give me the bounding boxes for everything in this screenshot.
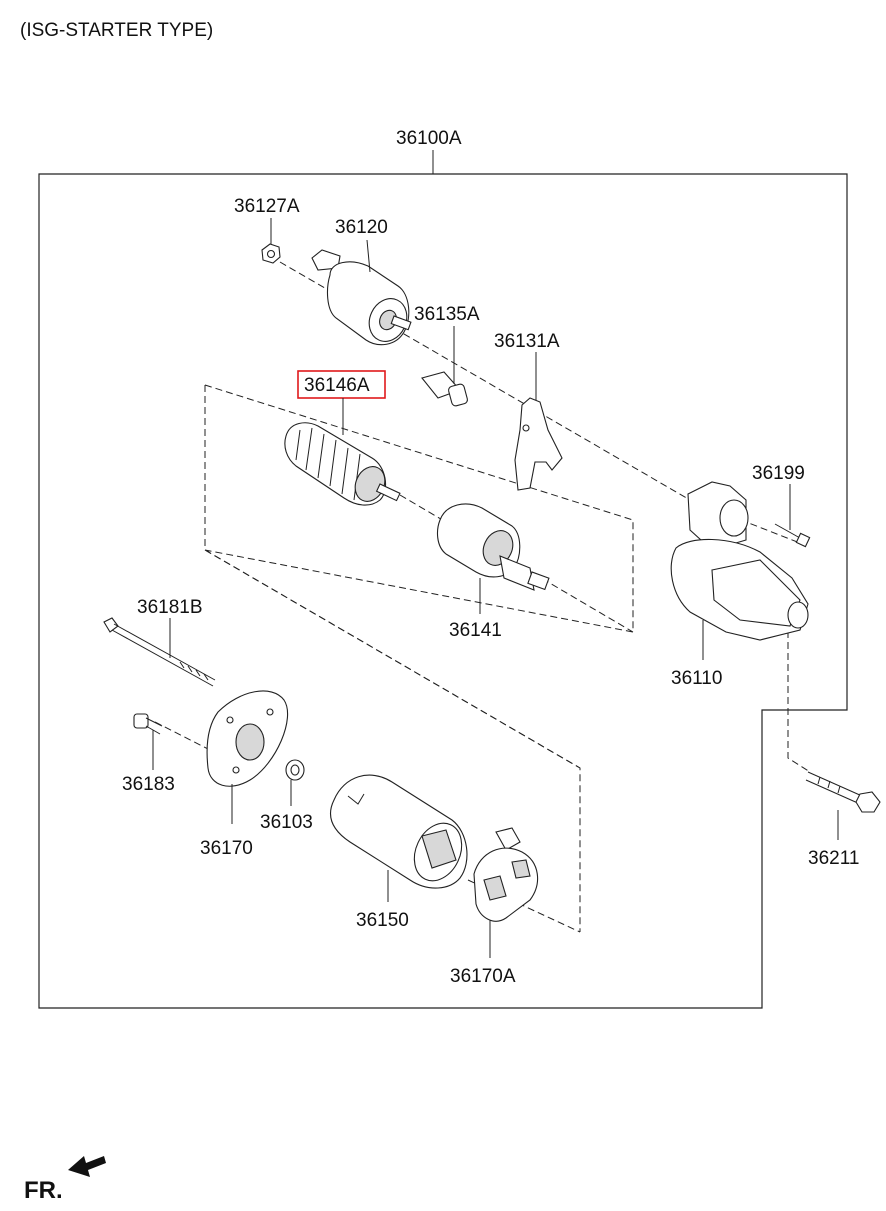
end-cover-36170 [206, 690, 289, 787]
part-label-36100A[interactable]: 36100A [396, 128, 462, 149]
leader-36120 [366, 239, 371, 273]
part-label-36120[interactable]: 36120 [335, 217, 388, 238]
washer-36103 [285, 759, 305, 781]
brush-axis [467, 879, 581, 933]
part-label-36141[interactable]: 36141 [449, 620, 502, 641]
part-label-36110[interactable]: 36110 [671, 668, 722, 689]
part-label-36131A[interactable]: 36131A [494, 331, 560, 352]
part-label-36211[interactable]: 36211 [808, 848, 859, 869]
solenoid-36120 [311, 249, 412, 346]
assembly-frame [38, 173, 848, 1009]
part-label-36135A[interactable]: 36135A [414, 304, 480, 325]
yoke-36150 [330, 774, 468, 889]
screw-axis [154, 721, 211, 751]
highlight-box-36146A [297, 370, 386, 399]
front-label: FR. [24, 1177, 63, 1204]
part-label-36146A[interactable]: 36146A [304, 375, 370, 396]
bolt-axis [787, 620, 811, 773]
part-label-36103[interactable]: 36103 [260, 812, 313, 833]
part-label-36181B[interactable]: 36181B [137, 597, 203, 618]
nut-36127A [261, 243, 281, 264]
lever-36131A [514, 397, 563, 491]
part-label-36170[interactable]: 36170 [200, 838, 253, 859]
brush-holder-36170A [473, 827, 539, 922]
part-label-36183[interactable]: 36183 [122, 774, 175, 795]
part-label-36127A[interactable]: 36127A [234, 196, 300, 217]
screw-36199 [774, 523, 811, 548]
part-label-36150[interactable]: 36150 [356, 910, 409, 931]
housing-36110 [670, 481, 809, 641]
bolt-36211 [805, 771, 881, 813]
armature-dashed-frame [204, 384, 634, 932]
front-direction-arrow-icon [68, 1156, 106, 1177]
diagram-title: (ISG-STARTER TYPE) [20, 20, 213, 41]
part-label-36170A[interactable]: 36170A [450, 966, 516, 987]
through-bolt-36181B [103, 617, 216, 687]
plunger-36135A [421, 371, 468, 407]
clutch-36141 [436, 503, 550, 591]
part-label-36199[interactable]: 36199 [752, 463, 805, 484]
screw-36183 [133, 713, 163, 735]
armature-36146A [284, 422, 401, 506]
dashed-edge [204, 549, 581, 769]
